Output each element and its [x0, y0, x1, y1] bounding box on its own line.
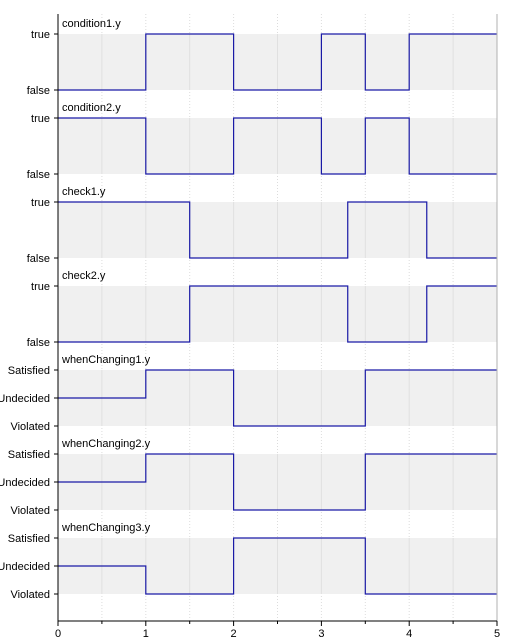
y-level-label: Satisfied: [8, 533, 50, 545]
panel-title: check2.y: [62, 270, 106, 282]
y-level-label: Undecided: [0, 393, 50, 405]
y-level-label: true: [31, 113, 50, 125]
y-level-label: Undecided: [0, 561, 50, 573]
x-tick-label: 0: [55, 628, 61, 640]
x-tick-label: 1: [143, 628, 149, 640]
y-level-label: true: [31, 197, 50, 209]
y-level-label: true: [31, 29, 50, 41]
y-level-label: false: [27, 85, 50, 97]
panel-check1-y: check1.y false true: [27, 186, 497, 265]
panel-title: whenChanging2.y: [61, 438, 151, 450]
step-series-line: [58, 285, 497, 343]
step-series-line: [58, 537, 497, 595]
panel-condition2-y: condition2.y false true: [27, 102, 497, 181]
y-level-label: true: [31, 281, 50, 293]
x-axis-ticks: 0 1 2 3 4 5: [55, 621, 500, 640]
step-series-line: [58, 201, 497, 259]
x-tick-label: 4: [406, 628, 412, 640]
y-level-label: false: [27, 253, 50, 265]
y-level-label: Violated: [10, 505, 50, 517]
panel-title: condition1.y: [62, 18, 121, 30]
y-level-label: Violated: [10, 589, 50, 601]
panel-condition1-y: condition1.y false true: [27, 18, 497, 97]
x-tick-label: 5: [494, 628, 500, 640]
step-series-line: [58, 369, 497, 427]
y-level-label: false: [27, 169, 50, 181]
panel-title: check1.y: [62, 186, 106, 198]
step-series-line: [58, 117, 497, 175]
y-level-label: Satisfied: [8, 365, 50, 377]
x-tick-label: 3: [318, 628, 324, 640]
y-level-label: Satisfied: [8, 449, 50, 461]
y-level-label: Violated: [10, 421, 50, 433]
step-series-line: [58, 33, 497, 91]
panel-title: condition2.y: [62, 102, 121, 114]
y-level-label: Undecided: [0, 477, 50, 489]
x-tick-label: 2: [231, 628, 237, 640]
panel-check2-y: check2.y false true: [27, 270, 497, 349]
step-series-line: [58, 453, 497, 511]
panel-title: whenChanging3.y: [61, 522, 151, 534]
panel-title: whenChanging1.y: [61, 354, 151, 366]
y-level-label: false: [27, 337, 50, 349]
